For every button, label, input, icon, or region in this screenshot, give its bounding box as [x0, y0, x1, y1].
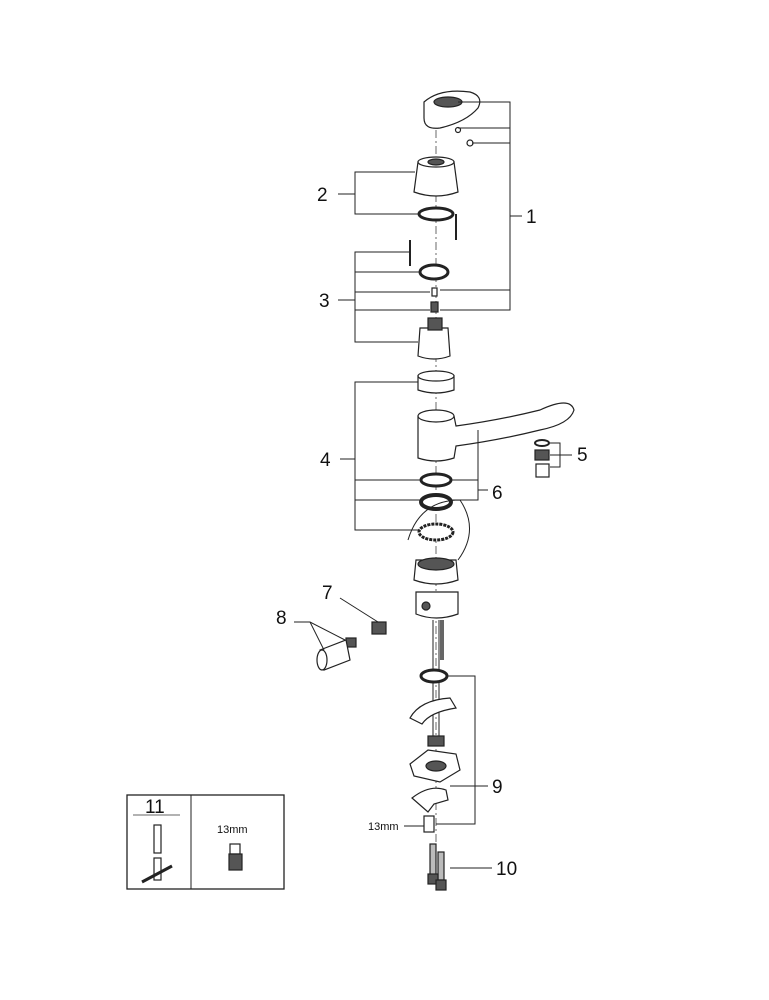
callout-7: 7 — [322, 583, 333, 604]
part-shaft — [409, 620, 461, 833]
callout-3: 3 — [319, 291, 330, 312]
tool-key-icon — [141, 824, 173, 884]
part-cartridge — [417, 263, 451, 360]
part-handle — [423, 90, 481, 147]
part-body-spout — [417, 370, 575, 542]
part-cap — [413, 156, 459, 222]
tool-box: 11 13mm — [126, 794, 285, 890]
callout-10: 10 — [496, 859, 517, 880]
socket-icon — [228, 843, 243, 871]
part-aerator — [534, 439, 550, 478]
part-hoses — [427, 843, 447, 891]
part-screws — [409, 214, 457, 266]
callout-1: 1 — [526, 207, 537, 228]
part-base — [407, 499, 470, 619]
part-diverter — [316, 621, 387, 671]
callout-6: 6 — [492, 483, 503, 504]
callout-2: 2 — [317, 185, 328, 206]
tool-number: 11 — [145, 797, 165, 818]
leader-lines — [294, 101, 572, 869]
callout-4: 4 — [320, 450, 331, 471]
wrench-size-label: 13mm — [368, 821, 399, 833]
callout-9: 9 — [492, 777, 503, 798]
callout-8: 8 — [276, 608, 287, 629]
tool-size-label: 13mm — [217, 824, 248, 836]
callout-5: 5 — [577, 445, 588, 466]
